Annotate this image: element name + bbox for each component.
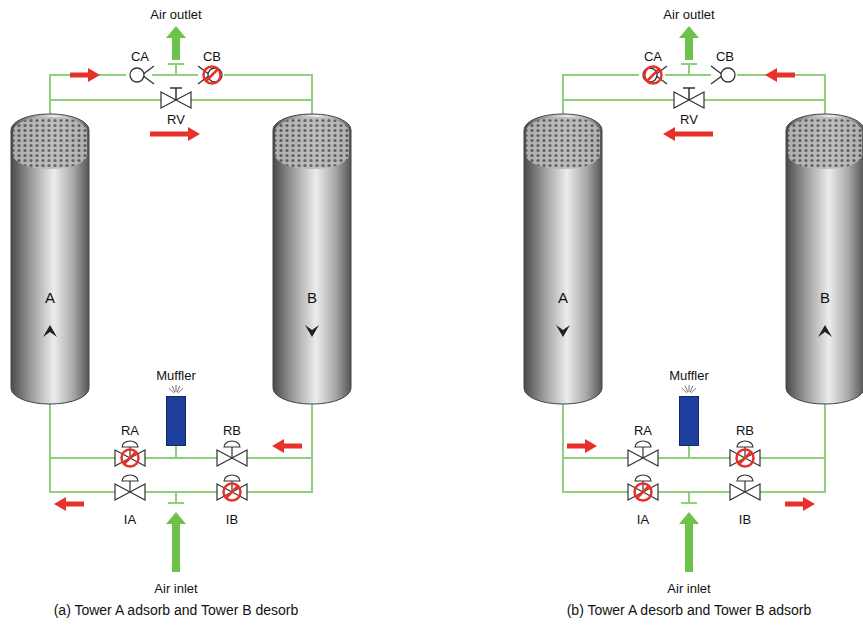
flow-chevron <box>556 325 570 337</box>
valve-label: IA <box>124 512 136 527</box>
air-arrow <box>679 26 699 60</box>
flow-arrow <box>150 127 200 141</box>
valve-label: IB <box>739 512 751 527</box>
flow-chevron <box>818 325 832 337</box>
adsorbent-bed <box>526 117 600 169</box>
exhaust-spray <box>164 384 188 396</box>
flow-chevron <box>305 325 319 337</box>
closed-mark <box>737 450 754 467</box>
valve-actuator <box>635 441 651 458</box>
check-valve-ball <box>721 68 735 82</box>
valve-label: RV <box>680 112 698 127</box>
closed-mark <box>204 67 221 84</box>
air-arrow <box>166 512 186 572</box>
valve-handle <box>683 88 695 100</box>
adsorbent-bed <box>788 117 862 169</box>
adsorbent-bed <box>13 117 87 169</box>
muffler-body <box>679 396 699 446</box>
closed-mark <box>647 69 659 81</box>
closed-mark <box>224 484 241 501</box>
flow-arrow <box>785 497 815 511</box>
flow-arrow <box>272 439 302 453</box>
closed-mark <box>637 486 649 498</box>
tower-name: B <box>272 289 352 307</box>
closed-mark <box>122 450 139 467</box>
valve-label: CA <box>644 49 662 64</box>
flow-arrow <box>567 439 597 453</box>
valve-actuator <box>224 441 240 458</box>
port-label: Air inlet <box>154 581 197 596</box>
adsorption-tower: B <box>785 113 863 405</box>
valve-label: CB <box>203 49 221 64</box>
valve-actuator <box>737 475 753 492</box>
flow-chevron <box>43 325 57 337</box>
muffler-name: Muffler <box>659 368 719 384</box>
tower-vessel <box>10 113 90 405</box>
valve-handle <box>170 88 182 100</box>
tower-vessel <box>785 113 863 405</box>
valve-label: IB <box>226 512 238 527</box>
muffler: Muffler <box>659 368 719 446</box>
adsorption-tower: B <box>272 113 352 405</box>
adsorbent-bed <box>275 117 349 169</box>
muffler-body <box>166 396 186 446</box>
closed-mark <box>635 484 652 501</box>
valve-actuator <box>122 475 138 492</box>
air-arrow <box>166 26 186 60</box>
tower-vessel <box>272 113 352 405</box>
adsorption-tower: A <box>523 113 603 405</box>
closed-mark <box>739 452 751 464</box>
exhaust-spray <box>677 384 701 396</box>
tower-name: A <box>523 289 603 307</box>
check-valve-ball <box>130 68 144 82</box>
valve-label: RB <box>736 423 754 438</box>
tower-name: A <box>10 289 90 307</box>
port-label: Air inlet <box>667 581 710 596</box>
tower-name: B <box>785 289 863 307</box>
valve-label: RA <box>121 423 139 438</box>
valve-label: CB <box>716 49 734 64</box>
flow-arrow <box>765 68 795 82</box>
closed-mark <box>645 67 662 84</box>
valve-label: CA <box>131 49 149 64</box>
panel-caption: (b) Tower A desorb and Tower B adsorb <box>567 603 812 618</box>
flow-arrow <box>54 497 84 511</box>
port-label: Air outlet <box>150 7 201 22</box>
air-arrow <box>679 512 699 572</box>
closed-mark <box>124 452 136 464</box>
closed-mark <box>226 486 238 498</box>
valve-label: IA <box>637 512 649 527</box>
flow-arrow <box>70 68 100 82</box>
port-label: Air outlet <box>663 7 714 22</box>
panel-caption: (a) Tower A adsorb and Tower B desorb <box>54 603 299 618</box>
valve-label: RA <box>634 423 652 438</box>
closed-mark <box>206 69 218 81</box>
muffler: Muffler <box>146 368 206 446</box>
flow-arrow <box>663 127 713 141</box>
valve-label: RB <box>223 423 241 438</box>
adsorption-tower: A <box>10 113 90 405</box>
tower-vessel <box>523 113 603 405</box>
valve-label: RV <box>167 112 185 127</box>
muffler-name: Muffler <box>146 368 206 384</box>
